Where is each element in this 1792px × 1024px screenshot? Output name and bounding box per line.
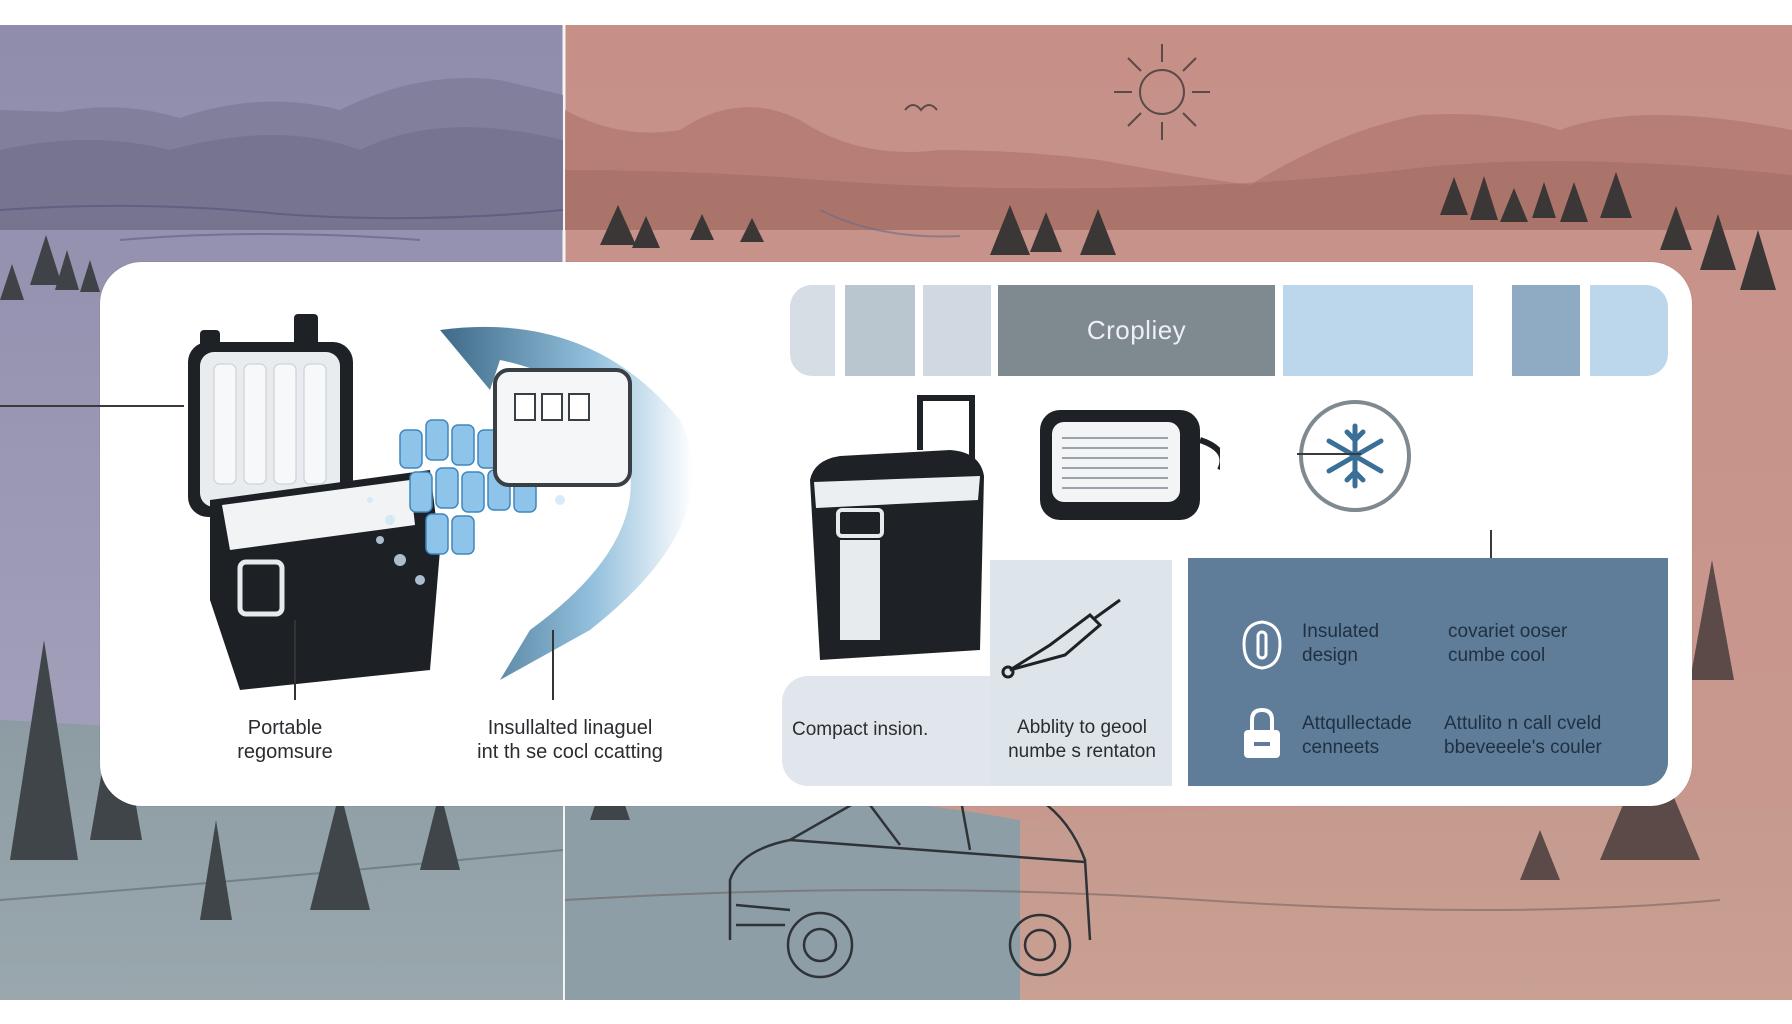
feature-adjustable-line-2: cenneets xyxy=(1302,737,1380,758)
snowflake-icon xyxy=(1299,400,1411,512)
feature-insulated-design: Insulated design xyxy=(1302,620,1379,668)
compact-panel xyxy=(782,676,992,786)
section-title: Cropliey xyxy=(1086,315,1187,345)
leader-line-left xyxy=(0,405,184,407)
swatch-1 xyxy=(790,285,835,376)
caption-insulated-line-2: int th se cocl ccatting xyxy=(477,741,663,763)
feature-adjustable-line-1: Attqullectade xyxy=(1302,713,1412,734)
caption-compact: Compact insion. xyxy=(792,719,929,740)
swatch-title-block: Cropliey xyxy=(998,285,1275,376)
open-cooler-illustration xyxy=(188,314,694,700)
feature-covariet-line-2: cumbe cool xyxy=(1448,645,1546,666)
caption-portable-line-2: regomsure xyxy=(237,741,333,763)
lock-icon xyxy=(1244,707,1280,758)
thermometer-icon xyxy=(1242,620,1282,670)
feature-ability-cool-line-2: bbeveeele's couler xyxy=(1444,737,1602,758)
sun-icon xyxy=(1114,44,1210,140)
caption-ability-line-1: Abblity to geool xyxy=(1017,717,1147,738)
ability-panel xyxy=(990,560,1172,786)
caption-insulated-line-1: Insullalted linaguel xyxy=(487,717,653,739)
caption-portable-line-1: Portable xyxy=(247,717,323,739)
feature-insulated-line-2: design xyxy=(1302,645,1358,666)
plug-icon xyxy=(1001,598,1121,679)
swatch-3 xyxy=(923,285,991,376)
caption-portable: Portable regomsure xyxy=(210,716,360,764)
caption-insulated: Insullalted linaguel int th se cocl ccat… xyxy=(450,716,690,764)
feature-covariet: covariet ooser cumbe cool xyxy=(1448,620,1567,668)
swatch-7 xyxy=(1590,285,1668,376)
caption-ability-line-2: numbe s rentaton xyxy=(1008,741,1156,762)
features-panel: Insulated design covariet ooser cumbe co… xyxy=(1188,558,1668,786)
feature-covariet-line-1: covariet ooser xyxy=(1448,621,1568,642)
feature-adjustable: Attqullectade cenneets xyxy=(1302,712,1412,760)
swatch-2 xyxy=(845,285,915,376)
cooler-variants-illustration xyxy=(810,395,1220,679)
feature-ability-cool: Attulito n call cveld bbeveeele's couler xyxy=(1444,712,1602,760)
swatch-5 xyxy=(1283,285,1473,376)
caption-ability: Abblity to geool numbe s rentaton xyxy=(982,716,1182,764)
feature-ability-cool-line-1: Attulito n call cveld xyxy=(1444,713,1602,734)
swatch-6 xyxy=(1512,285,1580,376)
car-icon xyxy=(728,787,1092,979)
feature-insulated-line-1: Insulated xyxy=(1302,621,1380,642)
snowflake-connector xyxy=(1297,453,1361,455)
